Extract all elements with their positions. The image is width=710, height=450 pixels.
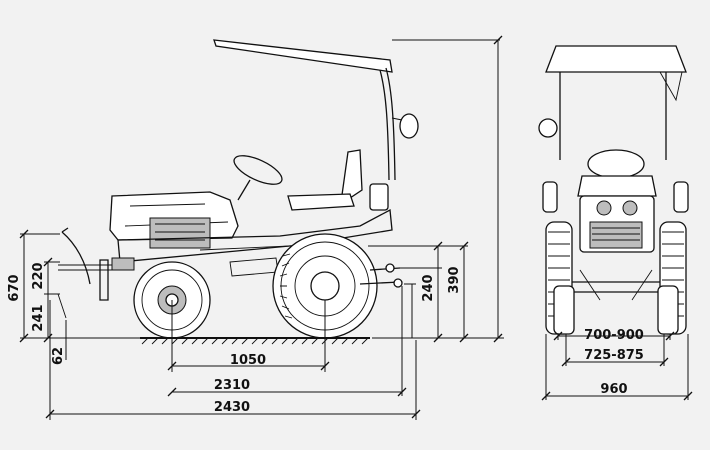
dim-hitch-height: 390	[447, 266, 462, 293]
dim-track-range-2: 725-875	[584, 348, 644, 363]
dim-width-overall: 960	[600, 382, 627, 397]
side-dimensions: 1050 2310 2430 670 220 241 62 240 390	[7, 35, 504, 420]
front-view	[538, 45, 689, 335]
side-view	[57, 39, 419, 345]
ground-line	[140, 337, 370, 345]
dim-height-upper: 220	[31, 262, 46, 289]
dim-track-range-1: 700-900	[584, 328, 644, 343]
front-blade	[57, 227, 91, 319]
steering-wheel	[233, 155, 283, 201]
engine-hood	[109, 191, 239, 249]
dim-ground-clearance: 62	[51, 347, 66, 365]
seat	[287, 149, 389, 211]
dim-length-overall: 2430	[214, 400, 250, 415]
dim-height-overall: 670	[7, 274, 22, 301]
dim-pto-height: 240	[421, 274, 436, 301]
dim-wheelbase: 1050	[230, 353, 266, 368]
rear-hitch	[359, 263, 403, 288]
chassis	[58, 208, 393, 301]
dim-height-lower: 241	[31, 304, 46, 331]
front-dimensions: 700-900 725-875 960	[541, 328, 693, 401]
canopy	[213, 39, 419, 181]
dim-length-hitch: 2310	[214, 378, 250, 393]
